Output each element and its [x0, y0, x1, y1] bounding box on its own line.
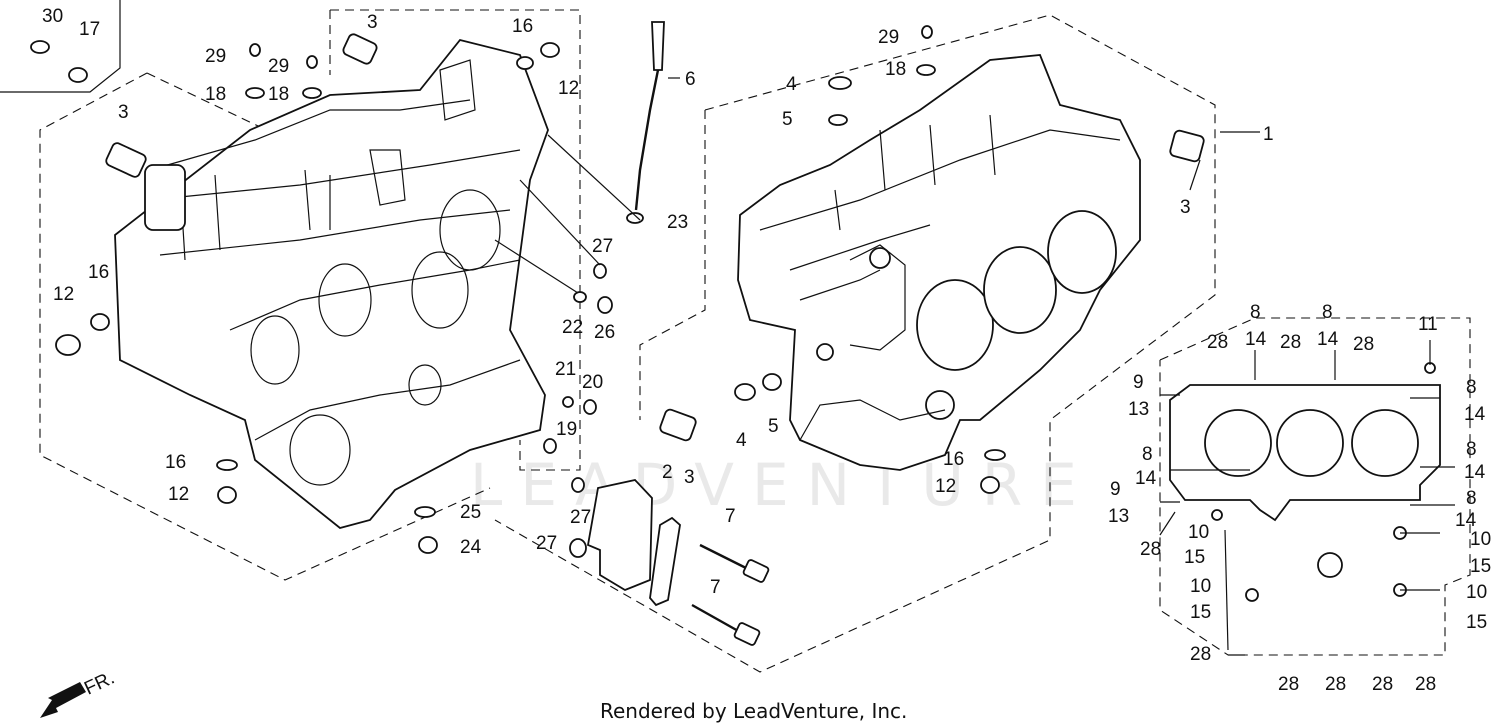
- callout-6: 6: [685, 69, 696, 90]
- callout-18: 18: [205, 84, 226, 105]
- callout-24: 24: [460, 537, 482, 558]
- callout-8: 8: [1322, 302, 1333, 323]
- callout-28: 28: [1190, 644, 1211, 665]
- callout-16: 16: [165, 452, 186, 473]
- callout-15: 15: [1470, 556, 1491, 577]
- callout-25: 25: [460, 502, 481, 523]
- corner-box: [0, 0, 121, 93]
- cylinder-gasket: [1169, 384, 1441, 578]
- callout-17: 17: [79, 19, 100, 40]
- callout-11: 11: [1418, 314, 1438, 335]
- callout-12: 12: [168, 484, 189, 505]
- callout-10: 10: [1470, 529, 1491, 550]
- callout-13: 13: [1128, 399, 1149, 420]
- callout-18: 18: [268, 84, 289, 105]
- callout-15: 15: [1190, 602, 1211, 623]
- callout-14: 14: [1135, 468, 1157, 489]
- callout-16: 16: [88, 262, 109, 283]
- callout-8: 8: [1466, 488, 1477, 509]
- callout-4: 4: [786, 74, 797, 95]
- callout-28: 28: [1353, 334, 1374, 355]
- callout-8: 8: [1466, 377, 1477, 398]
- leader-lines: [494, 77, 1455, 656]
- callout-9: 9: [1110, 479, 1121, 500]
- callout-20: 20: [582, 372, 603, 393]
- callout-27: 27: [592, 236, 613, 257]
- callout-7: 7: [725, 506, 736, 527]
- callout-26: 26: [594, 322, 615, 343]
- callout-16: 16: [943, 449, 964, 470]
- callout-9: 9: [1133, 372, 1144, 393]
- callout-27: 27: [536, 533, 557, 554]
- front-direction-label: FR.: [81, 668, 118, 700]
- callout-3: 3: [1180, 197, 1191, 218]
- callout-4: 4: [736, 430, 747, 451]
- callout-13: 13: [1108, 506, 1129, 527]
- left-crankcase-half: [114, 38, 549, 529]
- callout-5: 5: [782, 109, 793, 130]
- callout-30: 30: [42, 6, 63, 27]
- callout-15: 15: [1184, 547, 1205, 568]
- callout-8: 8: [1466, 439, 1477, 460]
- callout-14: 14: [1317, 329, 1339, 350]
- crank-cap-and-bolts: [586, 479, 770, 646]
- callout-labels: 30 17 3 16 12 29 29 18 18 3 6 23 27 22 2…: [42, 6, 1491, 695]
- callout-12: 12: [935, 476, 956, 497]
- callout-22: 22: [562, 317, 583, 338]
- callout-29: 29: [205, 46, 226, 67]
- callout-14: 14: [1464, 404, 1486, 425]
- callout-12: 12: [53, 284, 74, 305]
- callout-2: 2: [662, 462, 673, 483]
- callout-29: 29: [878, 27, 899, 48]
- callout-14: 14: [1455, 510, 1477, 531]
- callout-21: 21: [555, 359, 576, 380]
- callout-28: 28: [1415, 674, 1436, 695]
- callout-28: 28: [1140, 539, 1161, 560]
- rendered-by-credit: Rendered by LeadVenture, Inc.: [600, 699, 907, 723]
- watermark: LEADVENTURE: [470, 451, 1095, 519]
- callout-28: 28: [1325, 674, 1346, 695]
- callout-7: 7: [710, 577, 721, 598]
- callout-14: 14: [1464, 462, 1486, 483]
- callout-19: 19: [556, 419, 577, 440]
- right-crankcase-half: [737, 54, 1141, 471]
- callout-29: 29: [268, 56, 289, 77]
- callout-27: 27: [570, 507, 591, 528]
- callout-23: 23: [667, 212, 688, 233]
- callout-10: 10: [1190, 576, 1211, 597]
- callout-14: 14: [1245, 329, 1267, 350]
- callout-10: 10: [1466, 582, 1487, 603]
- callout-16: 16: [512, 16, 533, 37]
- callout-12: 12: [558, 78, 579, 99]
- callout-8: 8: [1250, 302, 1261, 323]
- front-direction-arrow-icon: [40, 682, 86, 718]
- callout-3: 3: [684, 467, 695, 488]
- callout-18: 18: [885, 59, 906, 80]
- callout-28: 28: [1207, 332, 1228, 353]
- right-crankcase-boundary: [494, 14, 1216, 673]
- callout-28: 28: [1372, 674, 1393, 695]
- callout-3: 3: [118, 102, 129, 123]
- callout-8: 8: [1142, 444, 1153, 465]
- callout-1: 1: [1263, 124, 1274, 145]
- callout-10: 10: [1188, 522, 1209, 543]
- callout-5: 5: [768, 416, 779, 437]
- gasket-panel-boundary: [1159, 317, 1471, 656]
- small-parts: [30, 25, 1436, 602]
- dipstick: [626, 21, 665, 224]
- callout-3: 3: [367, 12, 378, 33]
- callout-28: 28: [1278, 674, 1299, 695]
- callout-15: 15: [1466, 612, 1487, 633]
- callout-28: 28: [1280, 332, 1301, 353]
